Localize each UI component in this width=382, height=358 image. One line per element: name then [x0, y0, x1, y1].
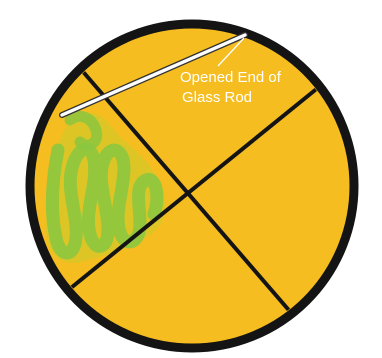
label-line-2: Glass Rod — [182, 89, 252, 106]
label-line-1: Opened End of — [180, 69, 282, 86]
